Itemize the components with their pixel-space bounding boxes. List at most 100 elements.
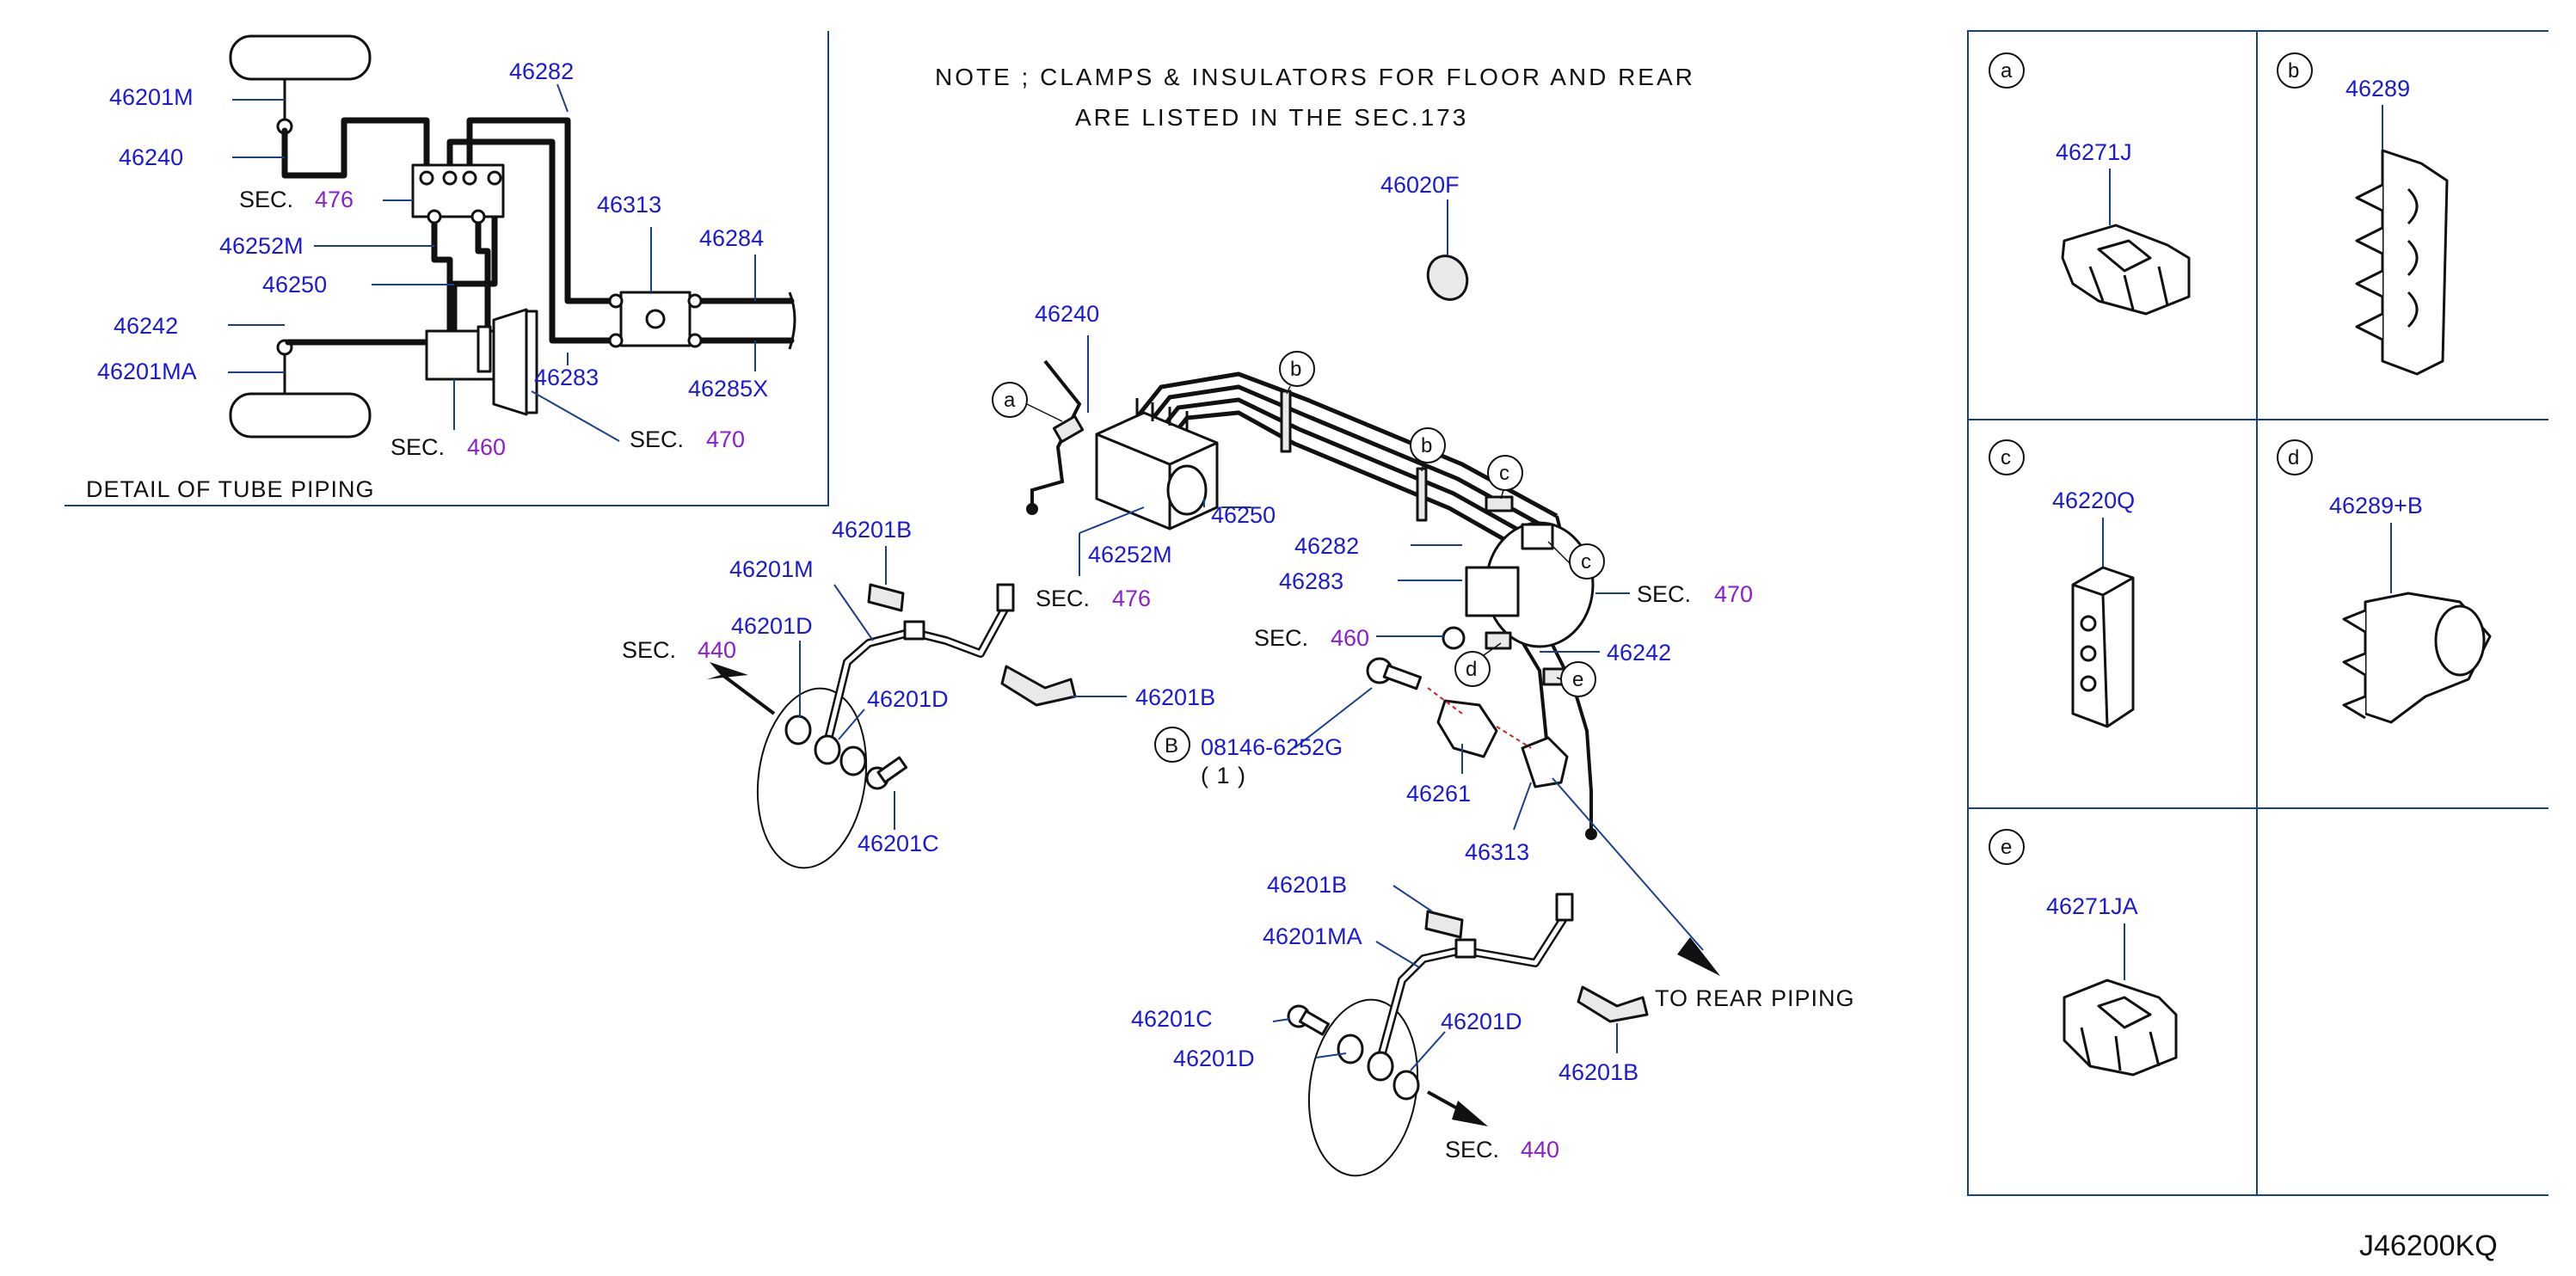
label-46240: 46240 [1035, 301, 1099, 327]
panel-a-letter: a [2001, 59, 2013, 83]
port [608, 293, 624, 309]
port [608, 333, 624, 348]
panel-a-callout [1989, 52, 2025, 89]
leader [1410, 1031, 1446, 1071]
label-46201B: 46201B [832, 517, 912, 543]
panel-b-callout [2277, 52, 2313, 89]
callout-pointer [1421, 462, 1424, 472]
callout-a-letter: a [1004, 389, 1016, 412]
callout-b-letter: b [1290, 358, 1301, 381]
bolt-46201C-shaft [876, 756, 908, 784]
panel-c-part: 46220Q [2052, 488, 2135, 513]
label-46201MA: 46201MA [1263, 923, 1362, 949]
callout-b [1410, 427, 1446, 463]
booster-fitting [1521, 523, 1554, 550]
grommet-46020F [1426, 255, 1469, 301]
panel-e-part: 46271JA [2046, 893, 2138, 919]
clip-panels: a 46271J b 46289 c 46220Q [1967, 30, 2548, 1196]
panel-frame [1967, 30, 2548, 1196]
clip-detail [2080, 1027, 2161, 1071]
callout-b-letter: b [1421, 434, 1432, 457]
callout-c [1487, 455, 1523, 491]
hose-fitting [903, 620, 925, 641]
leader [1552, 777, 1704, 951]
clip-b-2 [1416, 467, 1428, 522]
tube-end [1585, 828, 1597, 840]
clip-hole [2080, 615, 2097, 632]
leader [1315, 1052, 1347, 1058]
clip-46201B [1424, 910, 1464, 939]
callout-a [992, 382, 1028, 418]
label-46201B: 46201B [1267, 872, 1347, 898]
washer-46201D [784, 715, 812, 745]
clip-b-1 [1280, 390, 1292, 453]
port [687, 293, 703, 309]
connector-46313 [1521, 736, 1569, 788]
label-quantity: ( 1 ) [1201, 763, 1246, 788]
hose-fitting [1454, 938, 1477, 959]
clip-detail [2088, 266, 2169, 310]
label-46282: 46282 [1294, 533, 1359, 559]
sec-476-number: 476 [1112, 586, 1151, 611]
clip-46201B [1577, 985, 1649, 1023]
washer-46201D [1337, 1034, 1364, 1064]
callout-pointer [1286, 385, 1291, 395]
tube [475, 213, 491, 334]
rear-piping-label: TO REAR PIPING [1655, 985, 1855, 1011]
callout-pointer [1500, 489, 1504, 500]
clip-slots [2407, 187, 2419, 328]
label-46250: 46250 [262, 272, 327, 298]
leader [1393, 885, 1433, 912]
label-46261: 46261 [1406, 781, 1471, 807]
clip-46201B [1000, 665, 1077, 707]
port [687, 333, 703, 348]
sec-440-arrow [707, 662, 748, 679]
clip-hole [2080, 675, 2097, 692]
leader [838, 709, 865, 740]
clip-disc [2434, 604, 2486, 677]
port [487, 170, 502, 186]
label-46201D: 46201D [1173, 1046, 1255, 1071]
label-46242: 46242 [1607, 640, 1671, 666]
detail-frame [65, 31, 829, 506]
leader [833, 584, 874, 641]
brake-hose-core [1378, 913, 1568, 1062]
callout-pointer [1547, 541, 1571, 564]
leader [1272, 1018, 1291, 1022]
leader [1294, 687, 1373, 749]
tube [1125, 371, 1559, 518]
front-wheel-icon [229, 34, 372, 81]
label-46313: 46313 [597, 192, 661, 218]
clip-detail [2097, 996, 2152, 1029]
bolt-46201C-shaft [1299, 1009, 1330, 1036]
panel-d-part: 46289+B [2329, 493, 2423, 518]
hose-fitting [1555, 893, 1574, 922]
port [427, 209, 442, 224]
tube [1134, 384, 1550, 531]
panel-a: a 46271J [1989, 52, 2191, 316]
label-46201C: 46201C [858, 831, 939, 856]
panel-b: b 46289 [2277, 52, 2449, 376]
washer-46201D [1367, 1051, 1394, 1082]
tube [466, 117, 619, 304]
callout-d [1454, 651, 1491, 687]
brake-hose [1376, 911, 1570, 1064]
front-left-hose: 46201B 46201M 46201D SEC. 440 46201D 462… [622, 517, 1215, 869]
brake-disc-outline [756, 687, 868, 869]
callout-b [1279, 351, 1315, 387]
panel-c: c 46220Q [1989, 439, 2135, 728]
label-46282: 46282 [509, 58, 574, 84]
callout-e-letter: e [1572, 668, 1583, 691]
panel-b-part: 46289 [2345, 76, 2410, 101]
tube [446, 138, 619, 344]
callout-pointer [1026, 403, 1063, 422]
arrow-shaft [721, 673, 776, 715]
reservoir-cap [1442, 626, 1466, 650]
sec-470-prefix: SEC. [630, 426, 684, 452]
sec-476-prefix: SEC. [239, 187, 293, 212]
label-46252M: 46252M [1088, 542, 1172, 567]
leader [531, 390, 620, 442]
label-46285X: 46285X [688, 376, 768, 402]
sec-470-prefix: SEC. [1637, 581, 1691, 607]
panel-b-letter: b [2288, 59, 2299, 83]
